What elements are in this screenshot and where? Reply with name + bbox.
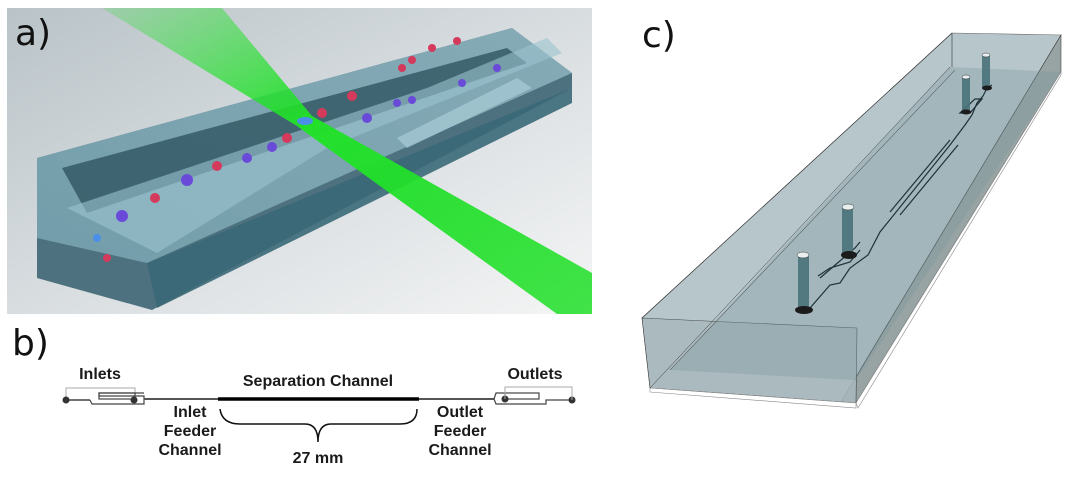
microfluidic-render-image	[7, 8, 592, 314]
laser-beam-outgoing	[297, 116, 592, 314]
outlets-label: Outlets	[507, 366, 563, 383]
panel-a-render: a)	[7, 8, 592, 314]
separation-channel-label: Separation Channel	[242, 373, 394, 390]
outlet-branch	[397, 78, 532, 148]
cad-block-image	[641, 32, 1062, 409]
outlet-feeder-label: Outlet Feeder Channel	[428, 404, 492, 459]
panel-c-label: c)	[642, 15, 676, 56]
panel-a-label: a)	[15, 13, 52, 54]
length-brace	[219, 408, 418, 443]
panel-b-schematic: b) Inlets Outlets Separation Channel Inl…	[0, 320, 600, 480]
channel-schematic	[62, 386, 576, 443]
particles	[93, 37, 501, 262]
laser-focus	[297, 117, 313, 125]
length-label: 27 mm	[292, 450, 344, 467]
inlet-port-1	[62, 396, 70, 404]
panel-b-label: b)	[12, 323, 49, 364]
inlet-feeder-label: Inlet Feeder Channel	[158, 404, 222, 459]
inlet-port-2	[130, 396, 138, 404]
laser-beam-incoming	[102, 8, 312, 126]
separation-channel	[67, 38, 562, 253]
inlets-label: Inlets	[79, 366, 121, 383]
panel-c-cad-model: c)	[620, 0, 1071, 420]
port-tubes	[795, 52, 992, 314]
